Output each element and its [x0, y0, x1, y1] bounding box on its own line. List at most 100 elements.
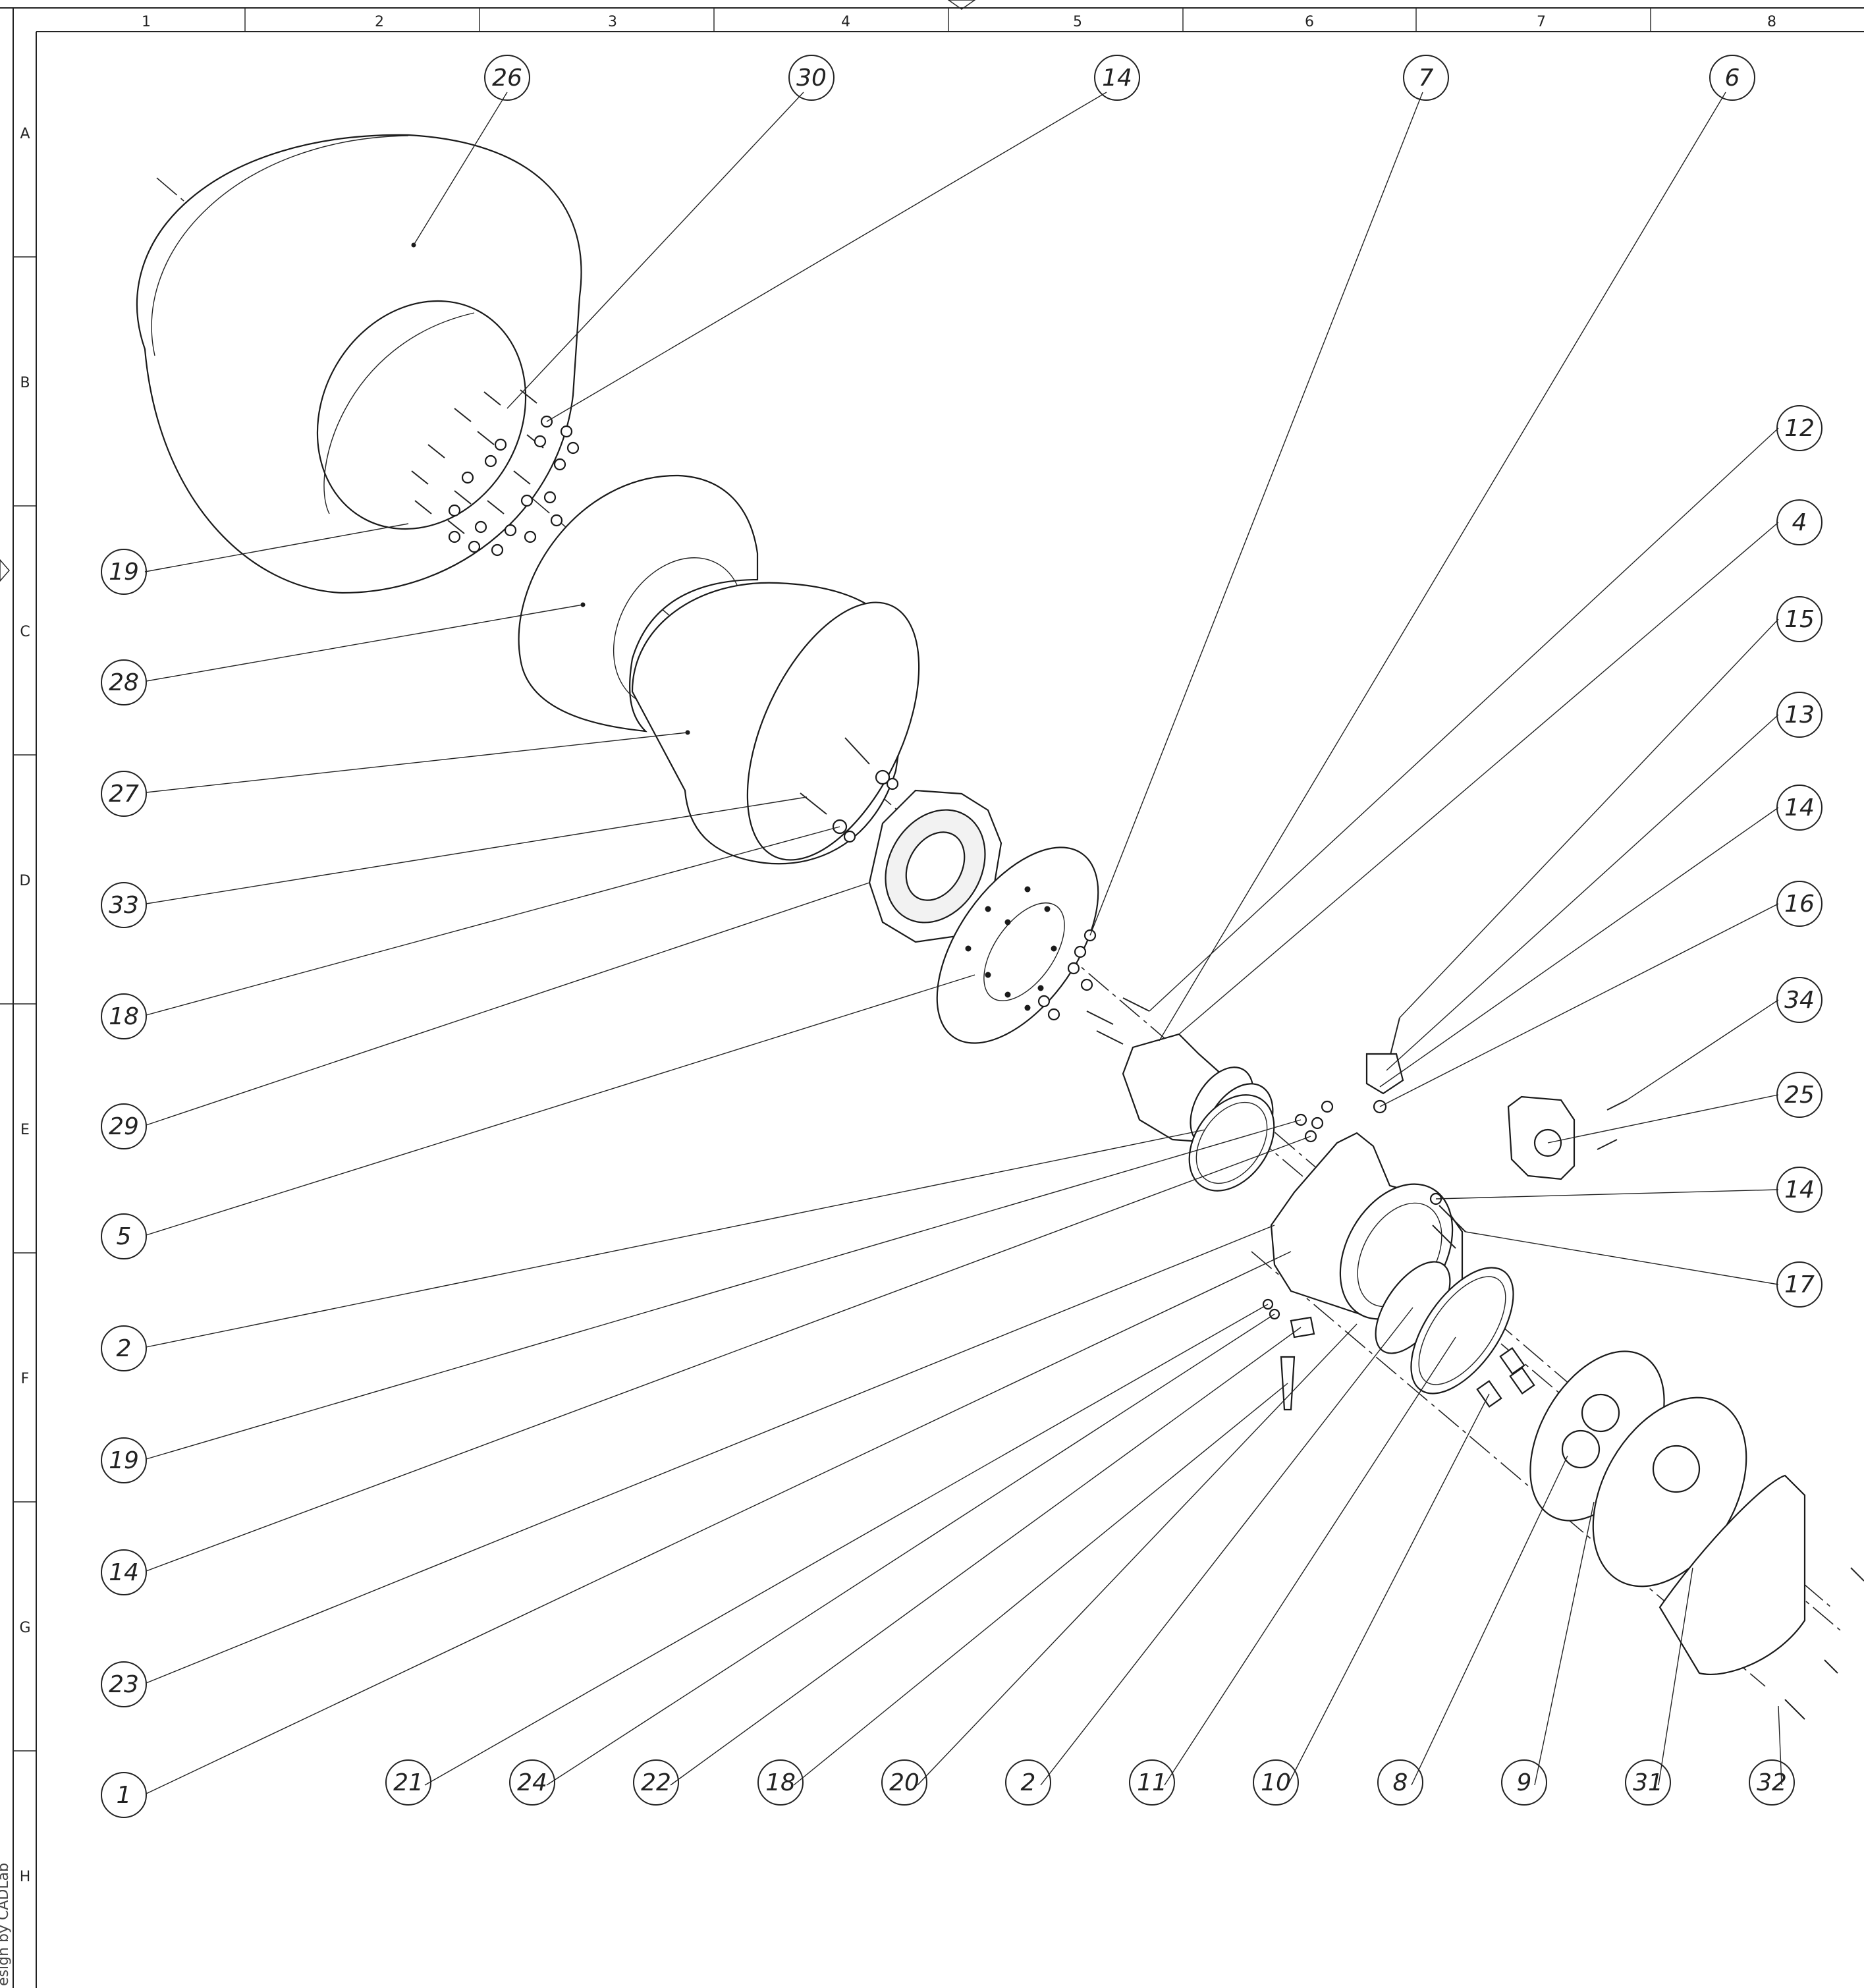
balloons-bottom: 21 24 22 18 20 2 11 10 8 9 31 32: [385, 1759, 1795, 1806]
row-zone-c: C: [20, 624, 30, 640]
col-zone-1: 1: [142, 14, 151, 30]
balloon-25-label: 25: [1784, 1082, 1815, 1109]
col-zone-4: 4: [841, 14, 850, 30]
balloon-14-left: 14: [101, 1549, 147, 1595]
row-zone-g: G: [19, 1620, 30, 1636]
center-mark-top: [947, 0, 976, 10]
balloon-10-label: 10: [1261, 1769, 1291, 1796]
col-zone-7: 7: [1537, 14, 1546, 30]
balloon-4: 4: [1776, 499, 1823, 545]
leader-lines: [144, 92, 1782, 1794]
balloon-6-label: 6: [1725, 65, 1740, 92]
balloon-14-top-label: 14: [1102, 65, 1132, 92]
balloon-32: 32: [1749, 1759, 1795, 1806]
balloon-24-label: 24: [517, 1769, 547, 1796]
balloon-23: 23: [101, 1661, 147, 1707]
col-zone-5: 5: [1073, 14, 1082, 30]
balloon-26: 26: [484, 55, 530, 101]
balloon-18-a-label: 18: [109, 1003, 139, 1030]
balloon-18-b-label: 18: [765, 1769, 796, 1796]
row-zone-d: D: [20, 873, 31, 889]
balloon-2-a-label: 2: [117, 1335, 132, 1362]
balloon-14-right-a-label: 14: [1784, 794, 1815, 821]
tire-26: [136, 134, 582, 594]
balloon-14-right-b-label: 14: [1784, 1176, 1815, 1203]
balloon-22-label: 22: [641, 1769, 671, 1796]
balloon-13-label: 13: [1784, 702, 1815, 729]
row-zone-a: A: [20, 126, 30, 142]
balloon-30: 30: [788, 55, 835, 101]
col-zone-8: 8: [1767, 14, 1776, 30]
balloon-17-label: 17: [1784, 1271, 1815, 1298]
balloon-13: 13: [1776, 692, 1823, 738]
balloon-14-right-a: 14: [1776, 785, 1823, 831]
bolts-33: [800, 737, 899, 843]
balloon-23-label: 23: [109, 1671, 139, 1698]
balloon-30-label: 30: [796, 65, 827, 92]
balloon-34-label: 34: [1784, 987, 1815, 1014]
row-zone-labels: A B C D E F G H: [0, 126, 36, 1885]
hub-flange-29: [868, 789, 1002, 943]
balloon-15: 15: [1776, 596, 1823, 642]
balloon-2-b-label: 2: [1021, 1769, 1036, 1796]
caliper-25: [1507, 1095, 1628, 1180]
balloon-19-b-label: 19: [109, 1447, 139, 1474]
row-zone-e: E: [20, 1122, 30, 1138]
row-zone-h: H: [20, 1869, 31, 1885]
balloons-right: 12 4 15 13 14 16 34 25 14 17: [1776, 405, 1823, 1308]
balloon-5-label: 5: [117, 1223, 132, 1250]
balloon-28-label: 28: [109, 669, 139, 696]
balloon-28: 28: [101, 659, 147, 705]
balloon-15-label: 15: [1784, 606, 1815, 633]
balloon-19-b: 19: [101, 1437, 147, 1483]
balloon-8: 8: [1377, 1759, 1423, 1806]
balloon-27: 27: [101, 771, 147, 817]
col-zone-6: 6: [1305, 14, 1314, 30]
balloon-20-label: 20: [889, 1769, 919, 1796]
balloons-left: 19 28 27 33 18 29 5 2 19 14 23 1: [101, 549, 147, 1818]
rim-half-27: [631, 582, 920, 865]
balloon-21-label: 21: [393, 1769, 424, 1796]
balloon-19-a-label: 19: [109, 559, 139, 586]
balloon-16-label: 16: [1784, 891, 1815, 918]
balloon-29-label: 29: [109, 1113, 139, 1140]
balloon-32-label: 32: [1757, 1769, 1787, 1796]
balloon-9-label: 9: [1517, 1769, 1532, 1796]
balloon-8-label: 8: [1393, 1769, 1408, 1796]
col-zone-2: 2: [375, 14, 384, 30]
col-zone-3: 3: [608, 14, 617, 30]
screws-32: [1784, 1567, 1864, 1720]
balloon-2-b: 2: [1005, 1759, 1051, 1806]
balloon-12-label: 12: [1784, 415, 1815, 442]
balloons-top: 26 30 14 7 6: [484, 55, 1755, 101]
balloon-6: 6: [1709, 55, 1755, 101]
seal-2: [1188, 1094, 1334, 1192]
balloon-17: 17: [1776, 1261, 1823, 1308]
balloon-26-label: 26: [492, 65, 522, 92]
balloon-2-a: 2: [101, 1325, 147, 1371]
balloon-22: 22: [633, 1759, 679, 1806]
balloon-33-label: 33: [109, 892, 139, 919]
balloon-18-b: 18: [757, 1759, 804, 1806]
balloon-25: 25: [1776, 1072, 1823, 1118]
balloon-24: 24: [509, 1759, 555, 1806]
column-zone-labels: 1 2 3 4 5 6 7 8: [142, 8, 1776, 32]
balloon-14-left-label: 14: [109, 1559, 139, 1586]
balloon-9: 9: [1501, 1759, 1547, 1806]
balloon-10: 10: [1253, 1759, 1299, 1806]
balloon-18-a: 18: [101, 993, 147, 1039]
row-zone-b: B: [20, 375, 30, 391]
balloon-1: 1: [101, 1772, 147, 1818]
balloon-7-label: 7: [1419, 65, 1434, 92]
balloon-21: 21: [385, 1759, 431, 1806]
balloon-34: 34: [1776, 977, 1823, 1023]
balloon-29: 29: [101, 1103, 147, 1149]
covers-9-31: [1529, 1350, 1806, 1675]
balloon-4-label: 4: [1792, 509, 1807, 536]
balloon-20: 20: [881, 1759, 927, 1806]
balloon-11-label: 11: [1137, 1769, 1167, 1796]
balloon-5: 5: [101, 1213, 147, 1259]
balloon-14-top: 14: [1094, 55, 1140, 101]
